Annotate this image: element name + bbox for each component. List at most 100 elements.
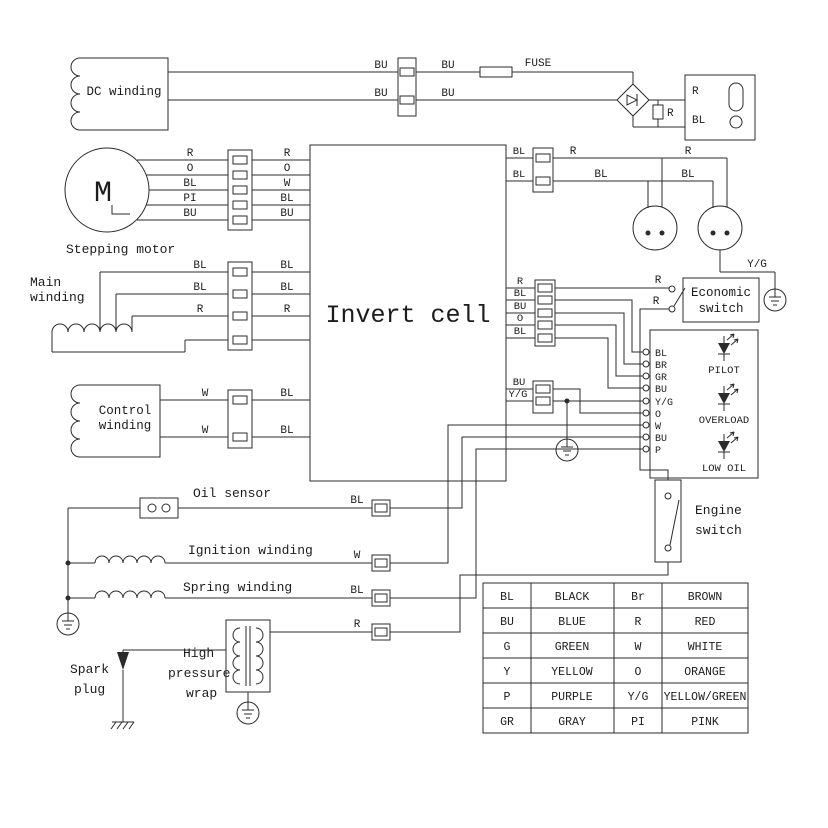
wire-label: BL <box>280 425 293 437</box>
switch-terminal <box>668 285 676 293</box>
legend-cell: Y/G <box>628 691 649 704</box>
wire-label: R <box>667 108 674 120</box>
wire-label: R <box>197 304 204 316</box>
wire-label: BL <box>280 193 293 205</box>
wire-label: BU <box>514 301 527 313</box>
legend-cell: PURPLE <box>551 691 593 704</box>
pin-label: Y/G <box>655 397 673 409</box>
oil-sensor-section: Oil sensor BL <box>68 436 643 519</box>
ac-outlet-icon <box>632 205 678 251</box>
signal-connector-section: R BL BU O BL <box>506 276 669 389</box>
led-icon <box>717 431 739 460</box>
wire-label: BU <box>183 208 196 220</box>
wire-label: BL <box>513 146 526 158</box>
stepping-motor-section: M Stepping motor R O BL PI BU R O W BL B… <box>64 147 310 257</box>
ignition-winding-section: Ignition winding W <box>68 424 643 572</box>
economic-switch: Economic switch R R <box>639 275 760 480</box>
legend-cell: GREEN <box>555 641 590 654</box>
connector-pin <box>232 170 248 180</box>
pin-label: BR <box>655 361 667 372</box>
legend-cell: R <box>635 616 642 629</box>
pin-label: P <box>655 446 661 457</box>
component-label: Spring winding <box>183 580 292 595</box>
legend-cell: W <box>635 641 642 654</box>
led-icon <box>717 333 739 362</box>
connector-pin <box>232 395 248 405</box>
bridge-rectifier-icon <box>616 83 650 117</box>
connector-pin <box>537 283 553 293</box>
component-label: Oil sensor <box>193 486 271 501</box>
coil-icon <box>70 384 161 458</box>
switch-terminal <box>664 544 672 552</box>
fuse-rectifier-section: FUSE R <box>416 58 685 128</box>
wire-label: Y/G <box>747 259 767 271</box>
spring-winding-section: Spring winding BL <box>68 448 643 607</box>
connector-pin <box>535 176 551 186</box>
component-label: Spark <box>70 662 109 677</box>
wire-label: O <box>284 163 291 175</box>
ac-outlet-icon <box>697 205 743 251</box>
connector-pin <box>232 200 248 210</box>
wire-label: R <box>692 86 699 98</box>
connector-pin <box>232 185 248 195</box>
connector <box>227 389 253 449</box>
connector-pin <box>232 432 248 442</box>
ground-icon <box>56 612 80 636</box>
connector <box>397 57 417 117</box>
legend-cell: ORANGE <box>684 666 726 679</box>
connector-pin <box>374 503 388 513</box>
legend-cell: Br <box>631 591 645 604</box>
component-label: switch <box>695 523 742 538</box>
connector-pin <box>232 155 248 165</box>
pin-label: GR <box>655 373 667 384</box>
wire-label: BU <box>441 88 454 100</box>
component-label: switch <box>698 302 743 316</box>
connector <box>227 149 253 231</box>
wire-label: W <box>284 178 291 190</box>
component-label: plug <box>74 682 105 697</box>
mid-connector-section: BU Y/G <box>506 377 643 462</box>
wire-label: BL <box>193 260 206 272</box>
wire-label: R <box>517 276 524 288</box>
legend-cell: BLUE <box>558 616 586 629</box>
wire-label: BL <box>350 495 363 507</box>
connector-pin <box>232 215 248 225</box>
component-label: Stepping motor <box>66 242 175 257</box>
component-label: Ignition winding <box>188 543 313 558</box>
coil-icon <box>51 323 133 333</box>
wire-label: R <box>284 148 291 160</box>
connector-pin <box>535 384 551 394</box>
engine-switch: Engine switch <box>654 479 742 563</box>
dc-socket-icon <box>728 82 744 112</box>
dc-outlet-panel: R BL <box>684 74 756 141</box>
color-legend-table: BL BLACK Br BROWN BU BLUE R RED G GREEN … <box>482 582 749 734</box>
pin-label: BU <box>655 385 667 396</box>
invert-cell: Invert cell <box>309 144 507 482</box>
legend-cell: GR <box>500 716 514 729</box>
wire-label: R <box>354 619 361 631</box>
wire-label: BL <box>514 326 527 338</box>
legend-cell: G <box>504 641 511 654</box>
wire-label: BL <box>183 178 196 190</box>
legend-cell: BL <box>500 591 514 604</box>
fuse-icon <box>479 66 513 78</box>
transformer-icon <box>225 619 271 693</box>
connector-pin <box>537 308 553 318</box>
wire-label: BL <box>350 585 363 597</box>
resistor-icon <box>652 104 664 120</box>
legend-cell: BU <box>500 616 514 629</box>
indicator-label: LOW OIL <box>702 463 746 475</box>
legend-cell: WHITE <box>688 641 723 654</box>
connector-pin <box>232 267 248 277</box>
wire-label: BL <box>513 169 526 181</box>
pin-label: BU <box>655 434 667 445</box>
control-winding-section: Control winding W W BL BL <box>70 384 310 458</box>
diode-icon <box>626 94 639 106</box>
ground-icon <box>555 438 579 462</box>
wire-label: BU <box>374 60 387 72</box>
legend-cell: BLACK <box>555 591 590 604</box>
wire-label: BU <box>280 208 293 220</box>
connector <box>532 147 554 193</box>
wire-label: R <box>187 148 194 160</box>
